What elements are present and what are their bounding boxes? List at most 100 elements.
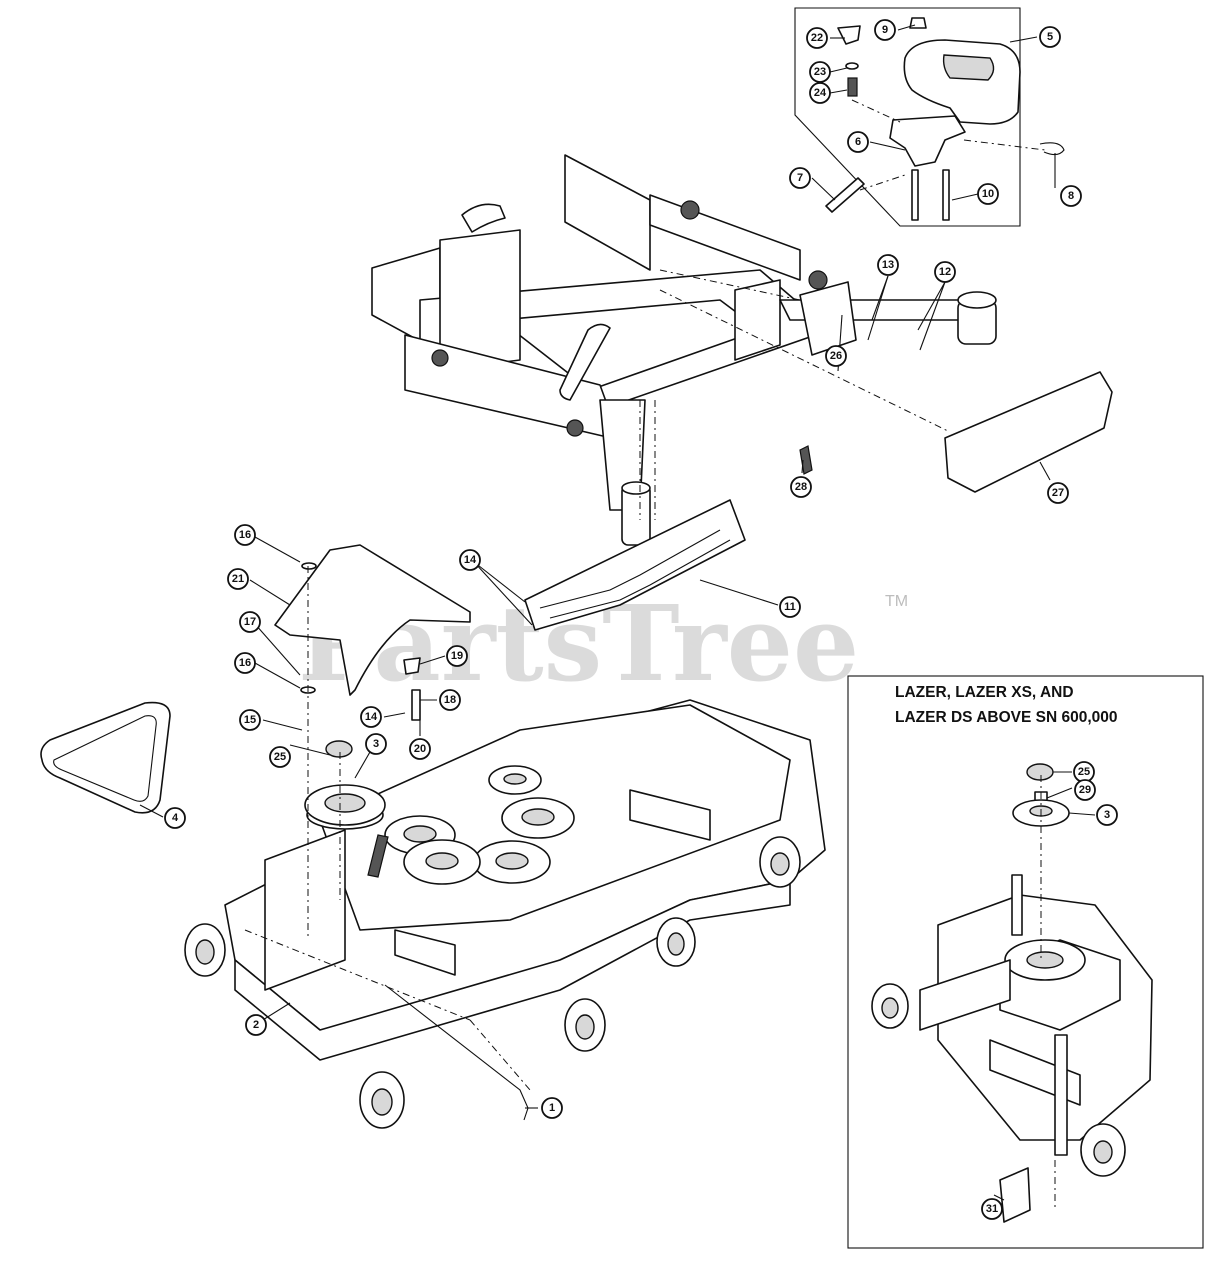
callout-24: 24 — [809, 82, 831, 104]
callout-3-label: 3 — [373, 738, 379, 750]
callout-7: 7 — [789, 167, 811, 189]
inset-callout-31: 31 — [981, 1198, 1003, 1220]
inset-bracket-31 — [999, 1167, 1031, 1223]
callout-21: 21 — [227, 568, 249, 590]
callout-20-label: 20 — [414, 743, 426, 755]
cap-25 — [325, 740, 353, 758]
callout-10-label: 10 — [982, 188, 994, 200]
callout-8-label: 8 — [1068, 190, 1074, 202]
belt-cover-21 — [274, 544, 471, 696]
callout-23-label: 23 — [814, 66, 826, 78]
armrest-pad — [942, 54, 995, 81]
callout-21-label: 21 — [232, 573, 244, 585]
callout-12: 12 — [934, 261, 956, 283]
callout-25-label: 25 — [274, 751, 286, 763]
callout-1: 1 — [541, 1097, 563, 1119]
callout-25: 25 — [269, 746, 291, 768]
callout-16-top: 16 — [234, 524, 256, 546]
spring-24 — [847, 77, 858, 97]
callout-5-label: 5 — [1047, 31, 1053, 43]
inset-callout-31-label: 31 — [986, 1203, 998, 1215]
callout-9: 9 — [874, 19, 896, 41]
callout-6: 6 — [847, 131, 869, 153]
callout-24-label: 24 — [814, 87, 827, 99]
callout-2-label: 2 — [253, 1019, 259, 1031]
callout-22-label: 22 — [811, 32, 823, 44]
callout-28-label: 28 — [795, 481, 807, 493]
bolt-10b — [942, 169, 950, 221]
callout-6-label: 6 — [855, 136, 861, 148]
inset-callout-3-label: 3 — [1104, 809, 1110, 821]
callout-3: 3 — [365, 733, 387, 755]
callout-1-label: 1 — [549, 1102, 555, 1114]
callout-10: 10 — [977, 183, 999, 205]
inset-callout-25-label: 25 — [1078, 766, 1090, 778]
callout-17: 17 — [239, 611, 261, 633]
callout-13-label: 13 — [882, 259, 894, 271]
inset-callout-29-label: 29 — [1079, 784, 1091, 796]
callout-19: 19 — [446, 645, 468, 667]
callout-27: 27 — [1047, 482, 1069, 504]
callout-16-top-label: 16 — [239, 529, 251, 541]
callout-15: 15 — [239, 709, 261, 731]
callout-9-label: 9 — [882, 24, 888, 36]
callout-14-lower: 14 — [360, 706, 382, 728]
callout-4-label: 4 — [172, 812, 179, 824]
inset-note-line2: LAZER DS ABOVE SN 600,000 — [895, 709, 1118, 726]
callout-13: 13 — [877, 254, 899, 276]
callout-2: 2 — [245, 1014, 267, 1036]
callout-28: 28 — [790, 476, 812, 498]
callout-23: 23 — [809, 61, 831, 83]
watermark-trademark: TM — [885, 593, 908, 610]
callout-26-label: 26 — [830, 350, 842, 362]
callout-14-lower-label: 14 — [365, 711, 378, 723]
callout-5: 5 — [1039, 26, 1061, 48]
washer-23 — [845, 62, 859, 70]
side-shield-27 — [944, 371, 1113, 493]
callout-18: 18 — [439, 689, 461, 711]
callout-7-label: 7 — [797, 172, 803, 184]
callout-15-label: 15 — [244, 714, 256, 726]
inset-cap-25 — [1026, 763, 1054, 781]
callout-22: 22 — [806, 27, 828, 49]
callout-11-label: 11 — [784, 601, 796, 613]
callout-17-label: 17 — [244, 616, 256, 628]
inset-callout-29: 29 — [1074, 779, 1096, 801]
belt-4 — [40, 701, 171, 814]
armrest-bracket — [889, 115, 966, 167]
callout-4: 4 — [164, 807, 186, 829]
callout-14-top-label: 14 — [464, 554, 477, 566]
callout-8: 8 — [1060, 185, 1082, 207]
pin-22 — [837, 25, 861, 45]
callout-16-lower: 16 — [234, 652, 256, 674]
callout-12-label: 12 — [939, 266, 951, 278]
callout-16-lower-label: 16 — [239, 657, 251, 669]
callout-11: 11 — [779, 596, 801, 618]
callout-26: 26 — [825, 345, 847, 367]
inset-frame — [847, 675, 1204, 1249]
bracket-18 — [411, 689, 421, 721]
armrest-detail-frame — [794, 7, 1021, 227]
clip-8 — [1039, 142, 1065, 156]
callout-19-label: 19 — [451, 650, 463, 662]
inset-callout-3: 3 — [1096, 804, 1118, 826]
callout-18-label: 18 — [444, 694, 456, 706]
rod-1 — [384, 984, 529, 1121]
lift-frame — [371, 154, 997, 546]
mower-deck — [184, 699, 826, 1129]
callout-20: 20 — [409, 738, 431, 760]
washer-16a — [301, 562, 317, 570]
pin-7 — [825, 177, 865, 213]
callout-14-top: 14 — [459, 549, 481, 571]
callout-27-label: 27 — [1052, 487, 1064, 499]
mount-bracket-26 — [799, 281, 857, 356]
inset-deck — [871, 874, 1153, 1177]
nut-9 — [909, 17, 927, 29]
armrest-cushion — [903, 39, 1021, 125]
leader-lines — [139, 24, 1096, 1201]
bolt-10a — [911, 169, 919, 221]
inset-note-line1: LAZER, LAZER XS, AND — [895, 684, 1074, 701]
inset-callout-25: 25 — [1073, 761, 1095, 783]
clip-19 — [403, 657, 421, 675]
